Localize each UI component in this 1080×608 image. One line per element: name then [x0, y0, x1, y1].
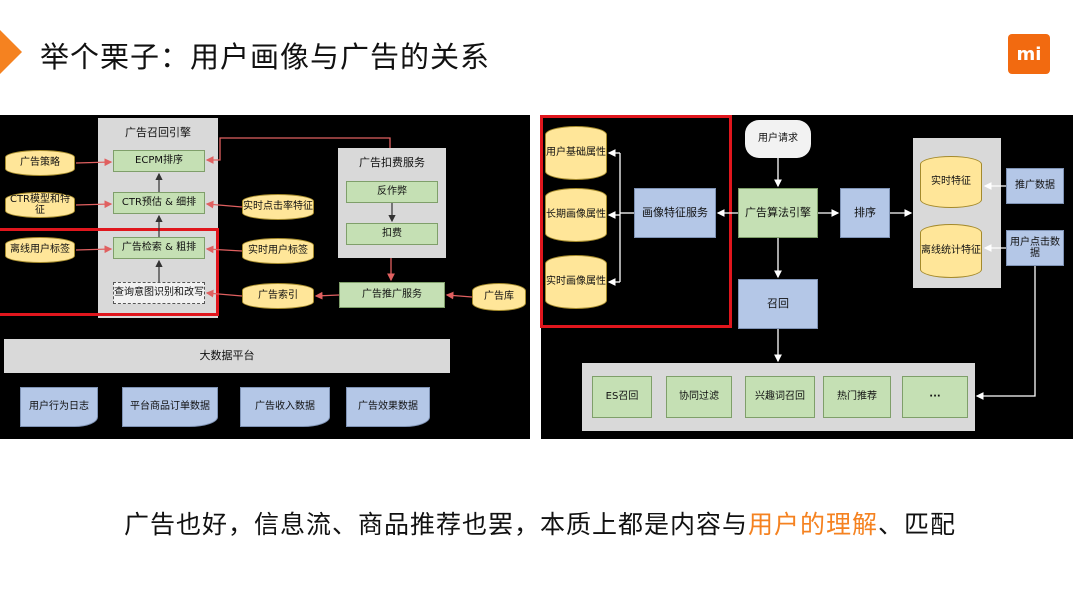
- promo-data-node: 推广数据: [1006, 168, 1064, 204]
- rt-feature-db: 实时特征: [920, 156, 982, 208]
- promo-service-node: 广告推广服务: [339, 282, 445, 308]
- bottom-statement: 广告也好，信息流、商品推荐也罢，本质上都是内容与用户的理解、匹配: [0, 505, 1080, 541]
- anti-fraud-node: 反作弊: [346, 181, 438, 203]
- rt-user-tags-db: 实时用户标签: [242, 238, 314, 264]
- ecpm-node: ECPM排序: [113, 150, 205, 172]
- hot-rec-node: 热门推荐: [823, 376, 891, 418]
- recall-node: 召回: [738, 279, 818, 329]
- user-request-node: 用户请求: [745, 120, 811, 158]
- ad-index-db: 广告索引: [242, 283, 314, 309]
- bottom-statement-highlight: 用户的理解: [747, 510, 878, 539]
- sort-node: 排序: [840, 188, 890, 238]
- es-recall-node: ES召回: [592, 376, 652, 418]
- log-ad-revenue: 广告收入数据: [240, 387, 330, 427]
- ad-library-db: 广告库: [472, 283, 526, 311]
- bottom-statement-prefix: 广告也好，信息流、商品推荐也罢，本质上都是内容与: [123, 510, 748, 539]
- long-attr-db: 长期画像属性: [545, 188, 607, 242]
- billing-node: 扣费: [346, 223, 438, 245]
- left-highlight-frame: [0, 228, 219, 316]
- retrieval-node: 广告检索 & 粗排: [113, 237, 205, 259]
- log-ad-effect: 广告效果数据: [346, 387, 430, 427]
- bigdata-platform: 大数据平台: [4, 339, 450, 373]
- query-node: 查询意图识别和改写: [113, 282, 205, 304]
- mi-logo: mi: [1008, 34, 1050, 74]
- click-data-node: 用户点击数据: [1006, 230, 1064, 266]
- profile-service-node: 画像特征服务: [634, 188, 716, 238]
- slide-title: 举个栗子：用户画像与广告的关系: [40, 40, 491, 74]
- rt-attr-db: 实时画像属性: [545, 255, 607, 309]
- title-accent-arrow: [0, 30, 22, 74]
- billing-service-label: 广告扣费服务: [359, 156, 425, 169]
- log-user-behavior: 用户行为日志: [20, 387, 98, 427]
- bottom-statement-suffix: 、匹配: [878, 510, 957, 539]
- offline-tags-db: 离线用户标签: [5, 237, 75, 263]
- algo-engine-node: 广告算法引擎: [738, 188, 818, 238]
- interest-recall-node: 兴趣词召回: [745, 376, 815, 418]
- ctr-node: CTR预估 & 细排: [113, 192, 205, 214]
- cf-recall-node: 协同过滤: [666, 376, 732, 418]
- ad-strategy-db: 广告策略: [5, 150, 75, 176]
- more-recall-node: ···: [902, 376, 968, 418]
- recall-engine-label: 广告召回引擎: [125, 126, 191, 139]
- offline-feature-db: 离线统计特征: [920, 224, 982, 278]
- right-highlight-frame: [540, 115, 732, 328]
- rt-ctr-feature-db: 实时点击率特征: [242, 194, 314, 220]
- ctr-model-db: CTR模型和特征: [5, 192, 75, 218]
- log-order-data: 平台商品订单数据: [122, 387, 218, 427]
- basic-attr-db: 用户基础属性: [545, 126, 607, 180]
